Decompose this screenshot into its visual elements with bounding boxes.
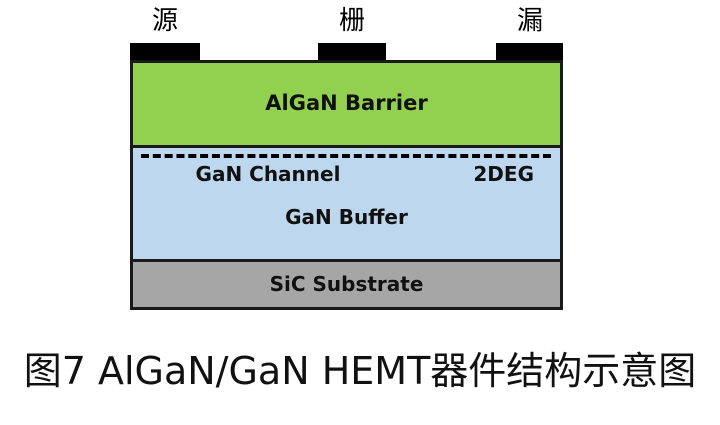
- figure-caption: 图7 AlGaN/GaN HEMT器件结构示意图: [23, 349, 697, 393]
- algan-barrier-layer: AlGaN Barrier: [130, 60, 563, 148]
- gate-label: 栅: [338, 6, 365, 36]
- gan-buffer-label: GaN Buffer: [285, 205, 408, 229]
- algan-barrier-label: AlGaN Barrier: [265, 91, 428, 115]
- gan-channel-label: GaN Channel: [195, 162, 341, 186]
- source-electrode: [130, 43, 200, 61]
- drain-label: 漏: [516, 6, 543, 36]
- gate-electrode: [318, 43, 386, 61]
- drain-electrode: [496, 43, 563, 61]
- gan-buffer-layer: GaN Channel 2DEG GaN Buffer: [130, 145, 563, 261]
- source-label: 源: [151, 6, 178, 36]
- two-deg-label: 2DEG: [473, 162, 534, 186]
- sic-substrate-layer: SiC Substrate: [130, 259, 563, 310]
- two-deg-dashed-line: [141, 154, 551, 158]
- sic-substrate-label: SiC Substrate: [269, 272, 424, 296]
